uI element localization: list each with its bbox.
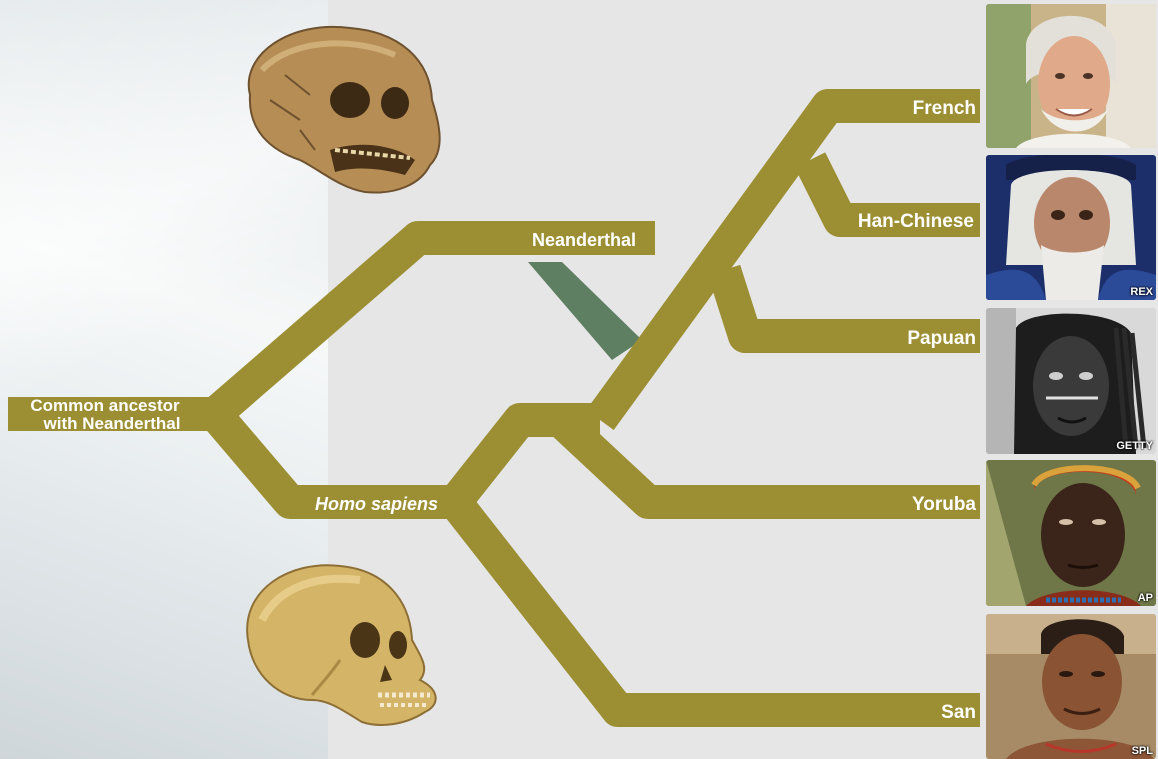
neanderthal-skull-image (249, 27, 440, 193)
eurasian-stem (600, 106, 980, 420)
sapiens-branch (215, 414, 455, 502)
photo-credit: SPL (1132, 745, 1153, 757)
photo-credit: AP (1138, 592, 1153, 604)
root-label-line1: Common ancestor (30, 396, 180, 415)
photo-credit: REX (1130, 286, 1153, 298)
papuan-portrait: GETTY (986, 308, 1156, 454)
san-portrait: SPL (986, 614, 1156, 759)
leaf-label-papuan: Papuan (907, 328, 976, 349)
han-chinese-portrait: REX (986, 155, 1156, 300)
leaf-label-yoruba: Yoruba (912, 494, 976, 515)
leaf-label-han-chinese: Han-Chinese (858, 211, 974, 232)
yoruba-branch (560, 420, 980, 502)
photo-credit: GETTY (1116, 440, 1153, 452)
homo-sapiens-skull-image (247, 565, 436, 725)
yoruba-portrait: AP (986, 460, 1156, 606)
french-portrait (986, 4, 1156, 148)
leaf-label-san: San (941, 702, 976, 723)
leaf-label-french: French (913, 98, 976, 119)
papuan-branch (724, 270, 980, 336)
root-label-line2: with Neanderthal (43, 414, 181, 433)
neanderthal-label: Neanderthal (532, 230, 636, 250)
gene-flow-band (528, 262, 642, 360)
homo-sapiens-label: Homo sapiens (315, 494, 438, 514)
san-branch (455, 502, 980, 710)
